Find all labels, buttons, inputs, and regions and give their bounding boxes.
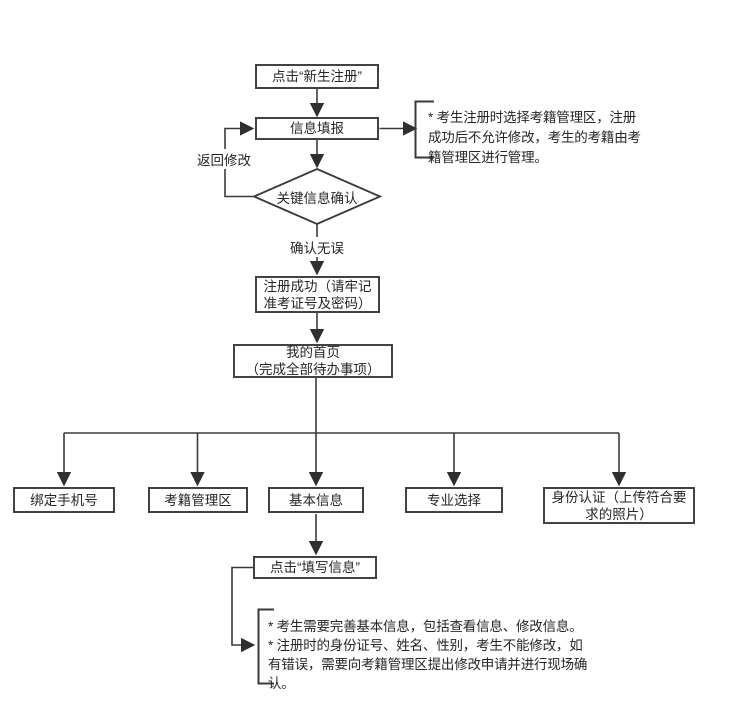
note-basic-info: * 考生需要完善基本信息，包括查看信息、修改信息。 * 注册时的身份证号、姓名、… [268,619,588,691]
step-exam-area: 考籍管理区 [148,487,248,513]
step-major-select: 专业选择 [405,487,503,513]
arrow-clickfill-to-note [231,566,256,653]
step-click-fill-info: 点击“填写信息” [253,556,377,579]
step-identity-auth: 身份认证（上传符合要 求的照片） [543,487,695,524]
step-bind-phone: 绑定手机号 [13,487,115,513]
bracket-basic-info-note [257,608,274,685]
step-info-fill: 信息填报 [255,117,379,140]
note-register: * 考生注册时选择考籍管理区，注册 成功后不允许修改，考生的考籍由考 籍管理区进… [428,110,641,165]
step-basic-info: 基本信息 [268,487,364,513]
edge-label-confirmed: 确认无误 [287,237,347,257]
bracket-register-note [414,100,434,159]
decision-diamond-shape [251,168,383,225]
edge-label-return-modify: 返回修改 [194,149,254,169]
step-register-success: 注册成功（请牢记 准考证号及密码） [255,276,380,313]
step-new-register: 点击“新生注册” [255,64,379,89]
step-my-home: 我的首页 （完成全部待办事项） [233,344,393,378]
decision-key-info-label: 关键信息确认 [276,190,358,206]
